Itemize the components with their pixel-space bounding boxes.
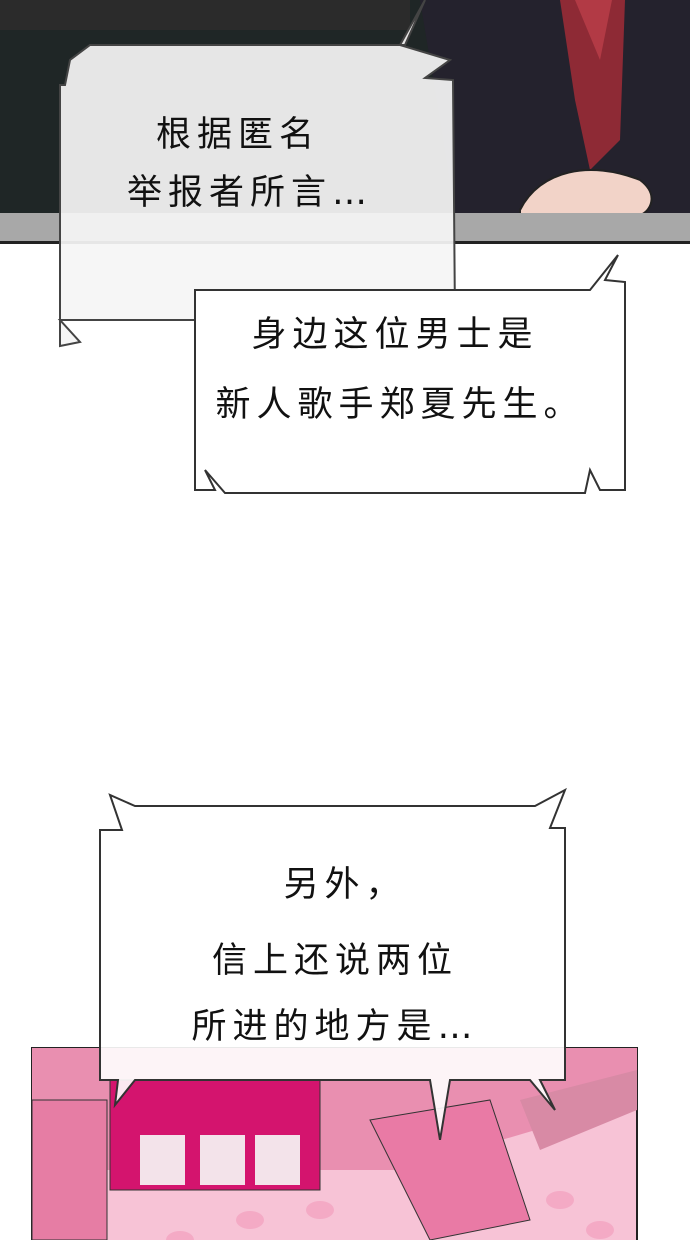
speech-bubble-2-shape xyxy=(194,254,626,494)
bubble-3-line-2: 信上还说两位 xyxy=(211,941,459,981)
bubble-2-line-2: 新人歌手郑夏先生。 xyxy=(215,385,585,425)
bubble-2-line-1: 身边这位男士是 xyxy=(251,315,539,355)
speech-bubble-3-shape xyxy=(99,787,567,1140)
bubble-3-line-1: 另外， xyxy=(283,865,407,905)
sofa xyxy=(31,1099,108,1240)
bubble-1-line-1: 根据匿名 xyxy=(155,115,321,155)
hands xyxy=(519,169,653,216)
bubble-3-line-3: 所进的地方是… xyxy=(191,1007,479,1047)
tie xyxy=(560,0,625,170)
argyle-blanket xyxy=(369,1099,531,1240)
bubble-1-line-2: 举报者所言… xyxy=(126,173,374,213)
